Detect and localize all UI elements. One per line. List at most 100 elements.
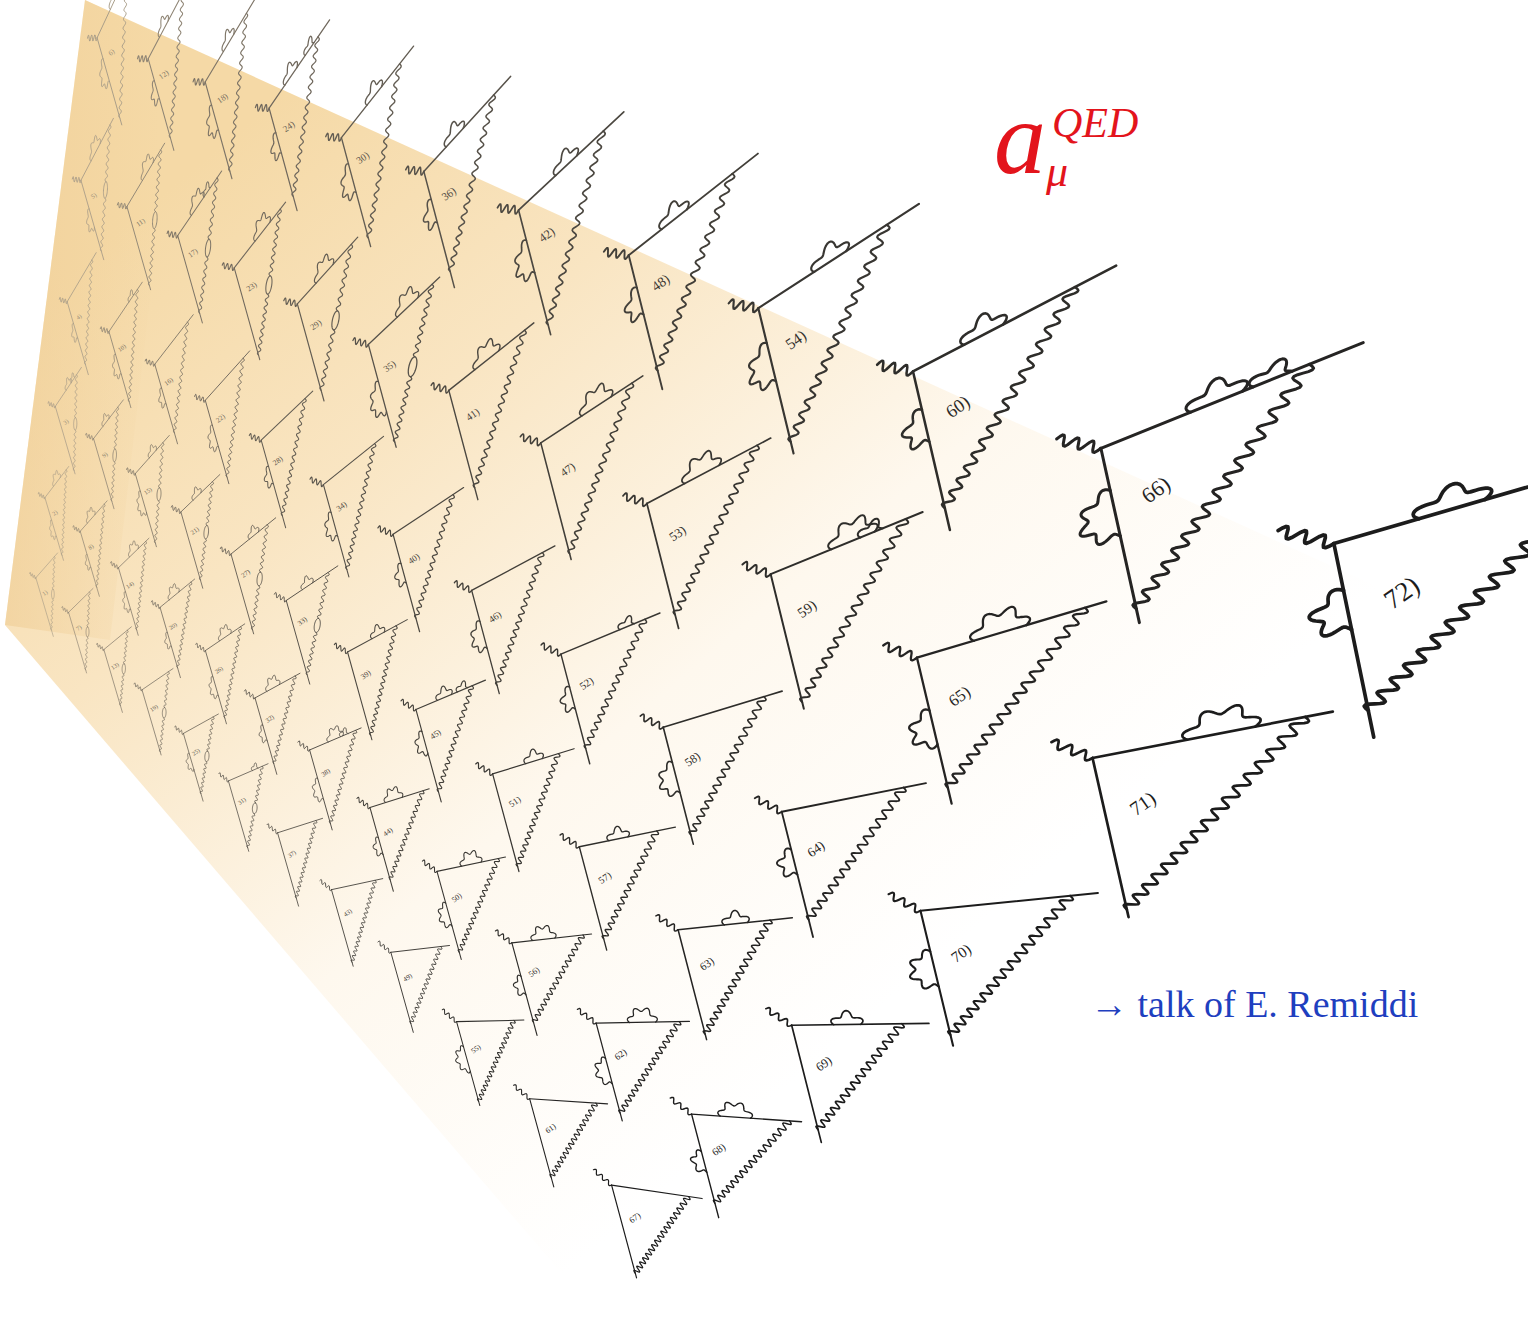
- feynman-line: [792, 1025, 822, 1142]
- callout-number: 28): [272, 455, 285, 467]
- callout-number: 5): [90, 192, 98, 200]
- feynman-line: [249, 434, 261, 443]
- feynman-line: [97, 38, 122, 125]
- feynman-line: [158, 15, 168, 37]
- feynman-line: [145, 359, 155, 366]
- callout-number: 3): [63, 418, 71, 426]
- feynman-line: [365, 80, 382, 105]
- feynman-line: [449, 95, 496, 271]
- feynman-line: [271, 133, 282, 161]
- feynman-line: [369, 626, 397, 736]
- feynman-line: [301, 576, 313, 590]
- feynman-line: [119, 0, 128, 118]
- feynman-line: [205, 751, 209, 761]
- feynman-line: [476, 762, 493, 775]
- feynman-line: [86, 507, 95, 523]
- feynman-line: [112, 354, 121, 379]
- callout-number: 19): [149, 703, 159, 713]
- feynman-line: [331, 890, 353, 967]
- feynman-line: [703, 920, 772, 1034]
- feynman-line: [50, 520, 57, 540]
- feynman-line: [97, 643, 104, 651]
- feynman-line: [286, 601, 310, 685]
- callout-number: 12): [158, 69, 171, 81]
- feynman-line: [577, 1008, 596, 1023]
- feynman-line: [456, 1046, 471, 1073]
- feynman-line: [807, 788, 906, 920]
- callout-number: 53): [667, 524, 688, 544]
- feynman-line: [513, 975, 526, 995]
- feynman-line: [74, 418, 77, 430]
- feynman-line: [640, 714, 663, 729]
- callout-number: 38): [320, 767, 331, 778]
- paper-shade: [5, 0, 180, 640]
- feynman-line: [758, 204, 919, 308]
- feynman-line: [196, 643, 206, 652]
- feynman-line: [257, 294, 268, 355]
- feynman-line: [777, 848, 798, 876]
- feynman-line: [69, 612, 87, 673]
- feynman-line: [195, 394, 206, 402]
- feynman-line: [524, 749, 543, 764]
- feynman-line: [647, 503, 679, 628]
- feynman-line: [320, 880, 332, 891]
- feynman-line: [94, 439, 114, 509]
- feynman-line: [209, 677, 218, 699]
- feynman-line: [690, 1150, 706, 1172]
- feynman-line: [205, 400, 229, 483]
- callout-number: 36): [439, 185, 457, 202]
- feynman-line: [207, 105, 219, 138]
- feynman-line: [45, 498, 64, 561]
- feynman-line: [142, 690, 161, 755]
- feynman-line: [1051, 740, 1092, 761]
- feynman-line: [346, 444, 376, 570]
- callout-number: 46): [487, 609, 503, 624]
- feynman-line: [136, 541, 147, 630]
- callout-number: 42): [537, 225, 558, 244]
- feynman-line: [155, 150, 162, 212]
- feynman-line: [348, 652, 372, 740]
- feynman-line: [129, 541, 139, 557]
- feynman-line: [135, 435, 169, 473]
- feynman-line: [541, 376, 643, 443]
- callout-number: 13): [110, 661, 120, 671]
- feynman-line: [127, 468, 136, 476]
- feynman-line: [909, 710, 937, 749]
- callout-number: 10): [117, 343, 127, 353]
- feynman-line: [251, 586, 259, 630]
- callout-number: 55): [470, 1043, 482, 1055]
- feynman-line: [120, 674, 124, 706]
- feynman-line: [413, 284, 433, 356]
- feynman-line: [219, 773, 228, 782]
- callout-number: 30): [355, 150, 372, 166]
- feynman-line: [231, 518, 276, 554]
- callout-number: 63): [698, 955, 716, 972]
- feynman-line: [831, 1011, 863, 1025]
- feynman-line: [718, 1102, 753, 1118]
- feynman-line: [226, 358, 244, 477]
- feynman-line: [234, 202, 285, 268]
- feynman-line: [422, 860, 437, 873]
- feynman-line: [1057, 435, 1101, 453]
- feynman-line: [234, 268, 260, 360]
- feynman-line: [493, 749, 574, 774]
- feynman-line: [199, 539, 206, 580]
- feynman-line: [438, 902, 452, 928]
- feynman-line: [181, 475, 220, 512]
- feynman-line: [659, 201, 689, 229]
- feynman-line: [86, 433, 94, 440]
- feynman-line: [111, 462, 115, 501]
- feynman-line: [596, 1021, 689, 1023]
- feynman-line: [541, 443, 571, 560]
- feynman-line: [373, 837, 383, 856]
- feynman-line: [454, 581, 471, 593]
- feynman-line: [30, 572, 36, 579]
- feynman-line: [766, 1008, 792, 1027]
- feynman-line: [560, 834, 579, 849]
- callout-number: 34): [335, 500, 349, 513]
- feynman-line: [278, 833, 299, 906]
- feynman-line: [942, 287, 1078, 508]
- feynman-line: [1133, 364, 1314, 608]
- feynman-line: [266, 276, 272, 294]
- feynman-line: [580, 383, 613, 415]
